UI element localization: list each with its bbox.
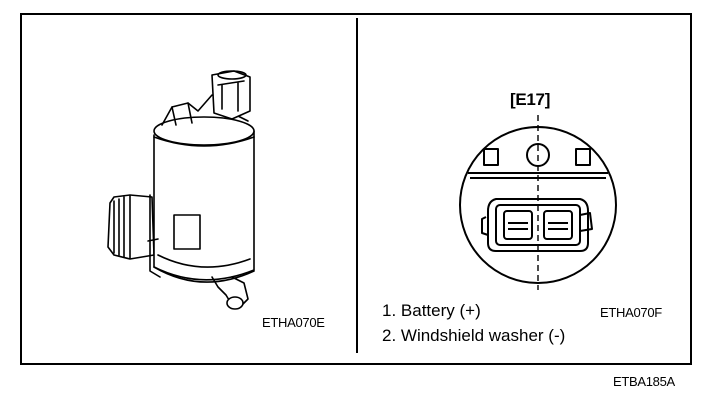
washer-motor-pump-icon <box>107 70 255 310</box>
footer-code: ETBA185A <box>613 374 675 389</box>
panel-washer-motor: ETHA070E <box>22 15 356 363</box>
legend-item-1: 1. Battery (+) <box>382 301 481 320</box>
panel-divider <box>356 18 358 353</box>
connector-label: [E17] <box>510 90 551 109</box>
connector-e17-icon <box>459 115 617 290</box>
left-figure-code: ETHA070E <box>262 315 325 330</box>
right-figure-code: ETHA070F <box>600 305 662 320</box>
legend-item-2: 2. Windshield washer (-) <box>382 326 566 345</box>
panel-connector-e17: [E17] 1. Battery (+) 2 <box>358 15 690 363</box>
figure-frame <box>20 13 692 365</box>
